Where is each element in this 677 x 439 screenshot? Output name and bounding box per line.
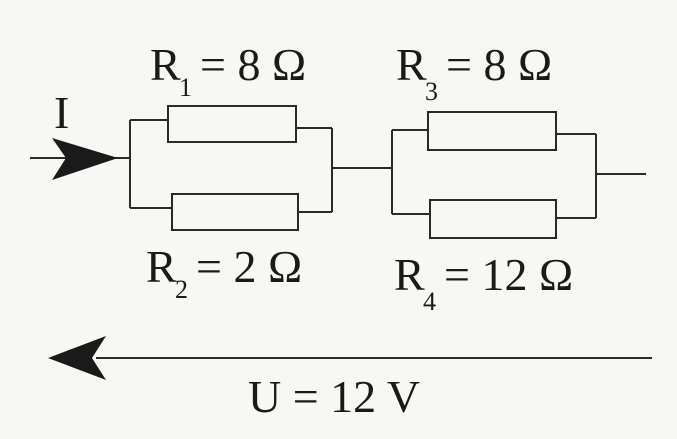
r4-letter: R (394, 249, 425, 300)
resistor-r4 (429, 199, 557, 239)
r1-letter: R (150, 39, 181, 90)
resistor-r3 (427, 111, 557, 151)
r3-value: = 8 Ω (446, 39, 552, 90)
r1-index: 1 (179, 73, 192, 102)
r3-index: 3 (425, 77, 438, 106)
r4-value: = 12 Ω (444, 249, 573, 300)
resistor-r1 (167, 105, 297, 143)
r2-index: 2 (175, 275, 188, 304)
resistor-r2 (171, 193, 299, 231)
voltage-label: U = 12 V (248, 371, 420, 422)
current-label: I (54, 87, 69, 138)
r2-value: = 2 Ω (196, 241, 302, 292)
r1-value: = 8 Ω (200, 39, 306, 90)
r3-letter: R (396, 39, 427, 90)
r2-letter: R (146, 241, 177, 292)
r4-index: 4 (423, 287, 436, 316)
current-arrow-icon (52, 138, 118, 180)
voltage-arrow-icon (48, 336, 106, 380)
